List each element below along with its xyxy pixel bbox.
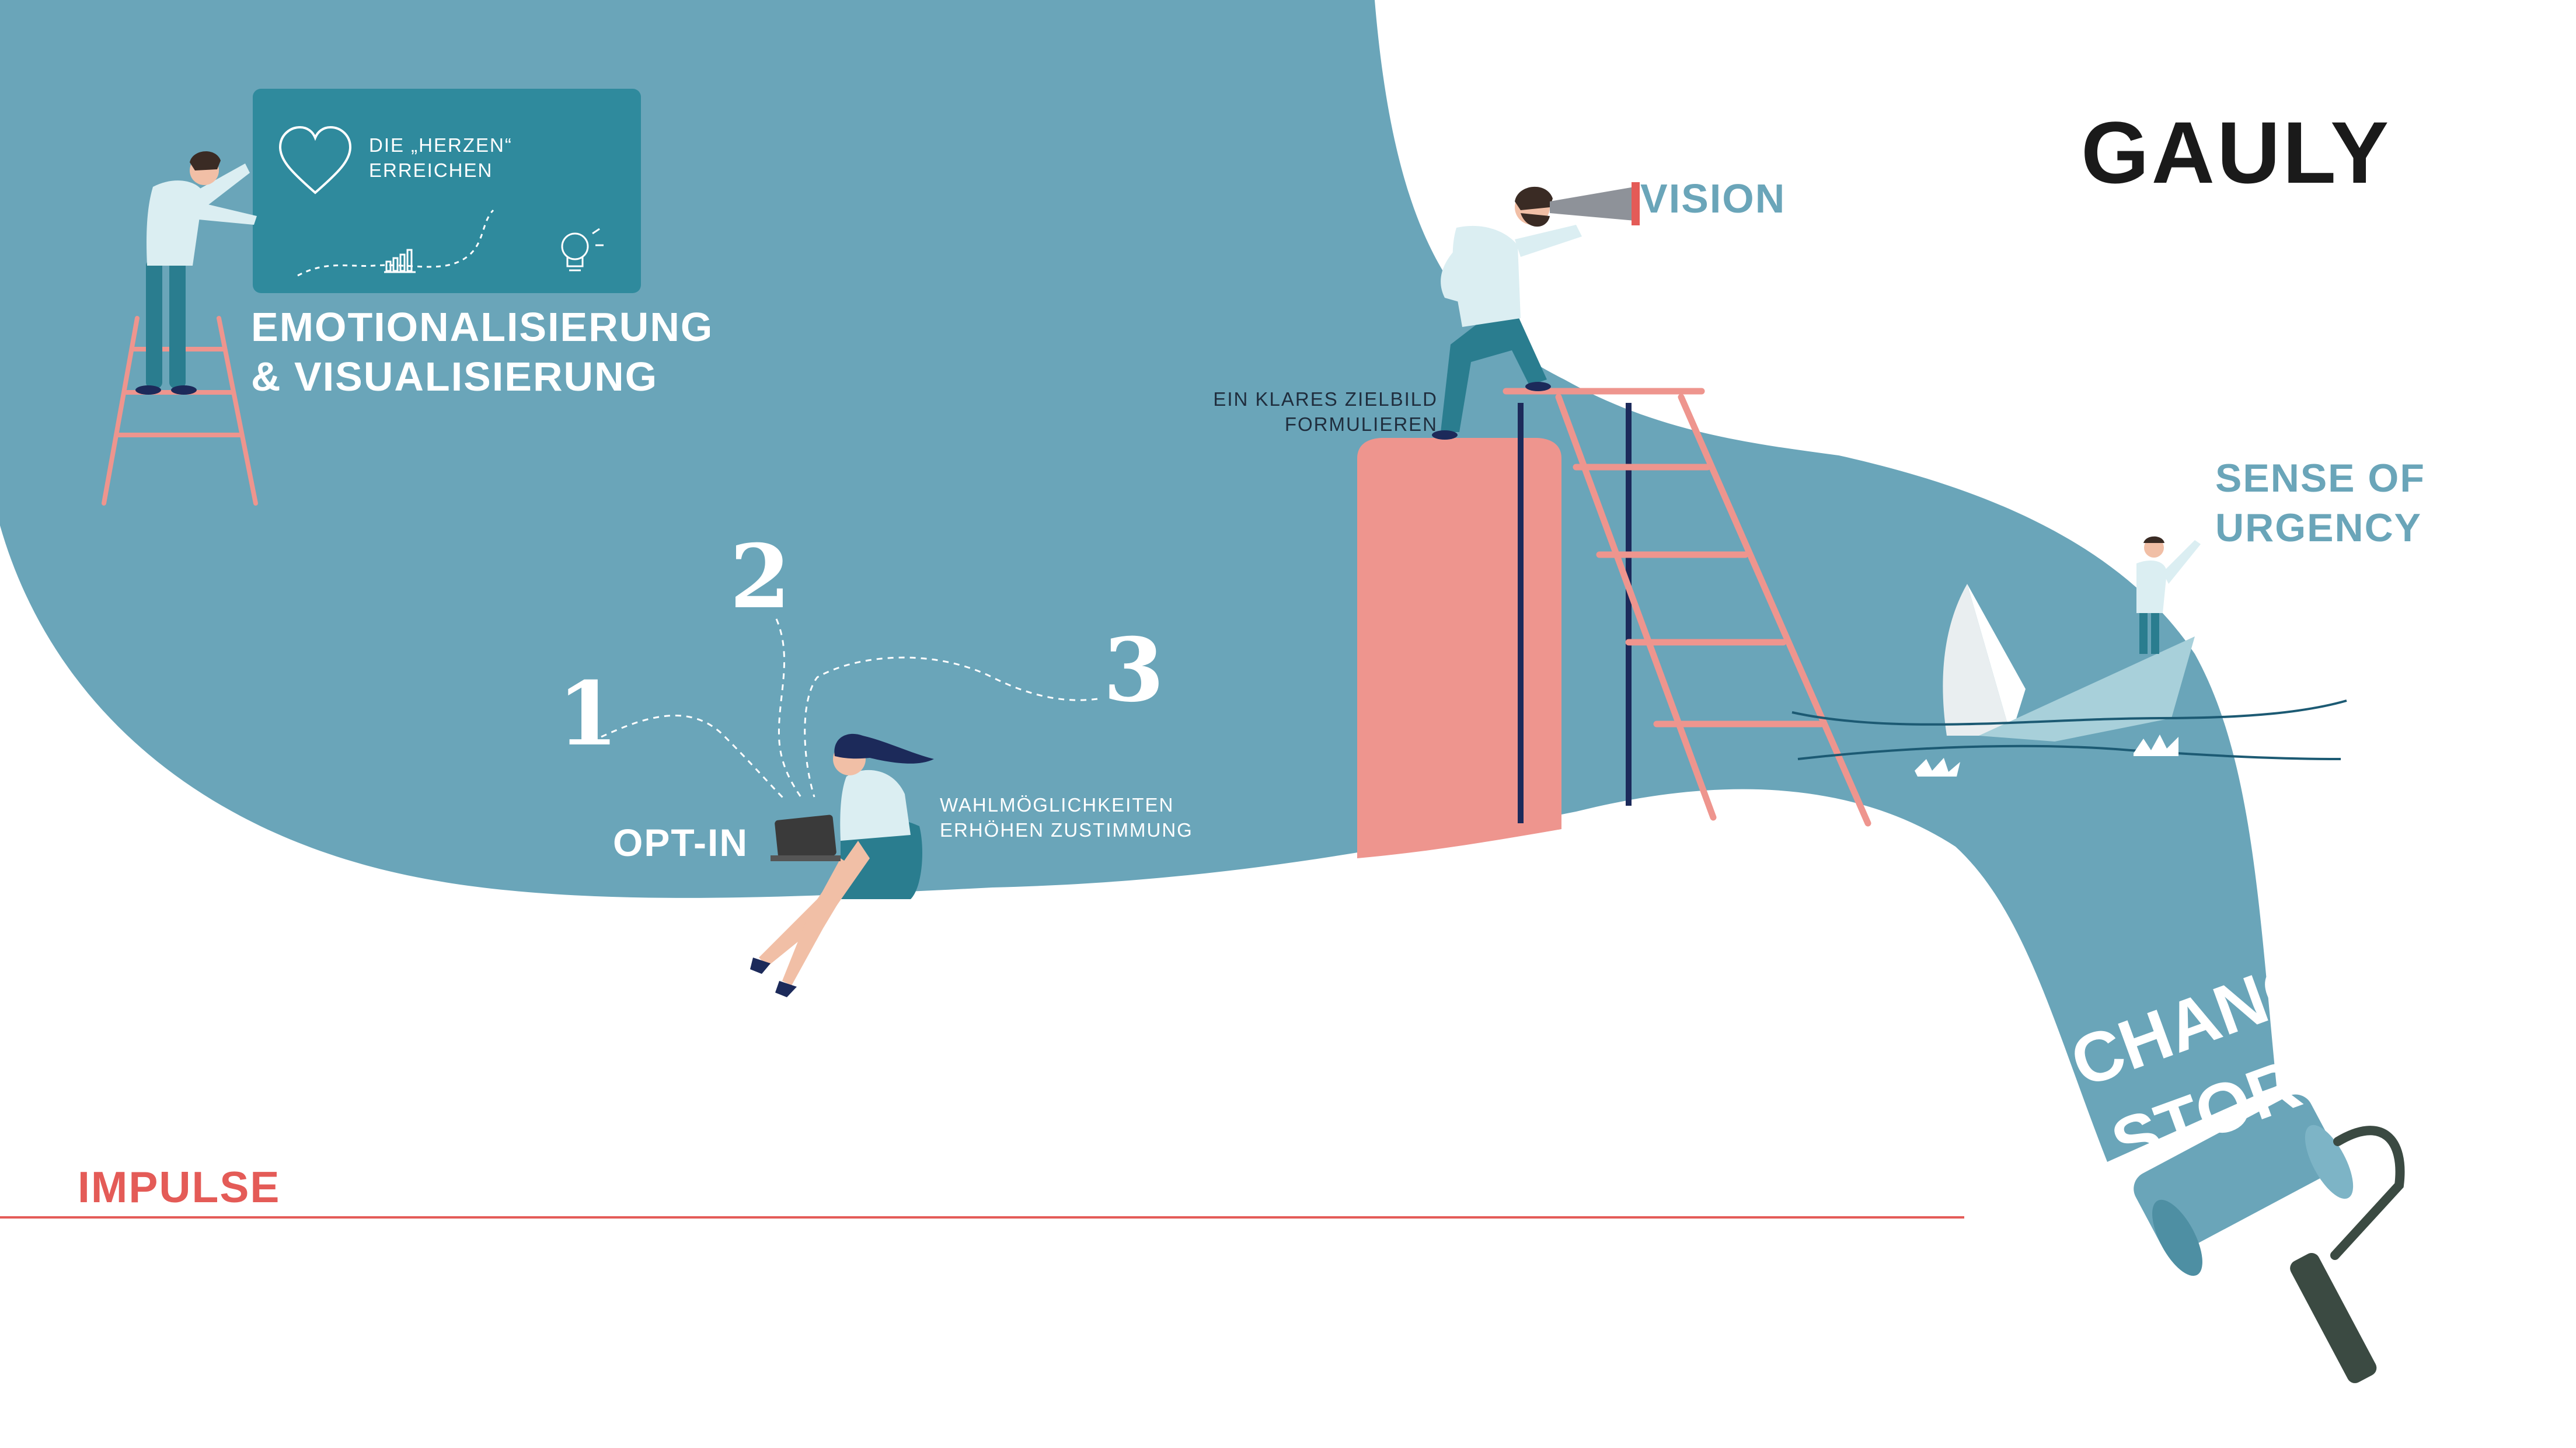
board-text-line2: ERREICHEN [369,159,493,181]
urgency-heading-line1: SENSE OF [2215,456,2425,500]
impulse-section-label: IMPULSE [78,1162,281,1212]
choice-number-2: 2 [730,525,791,628]
vision-note-line1: EIN KLARES ZIELBILD [1213,388,1438,410]
choice-number-1: 1 [557,663,619,765]
vision-note-line2: FORMULIEREN [1284,413,1438,435]
choice-paths [601,618,1098,801]
emotion-heading-line2: & VISUALISIERUNG [251,354,658,399]
choice-number-3: 3 [1103,619,1165,722]
optin-note-line2: ERHÖHEN ZUSTIMMUNG [940,819,1193,841]
coral-pillar [1357,438,1561,858]
urgency-heading-line2: URGENCY [2215,506,2422,550]
heart-icon [278,126,352,194]
man-on-ladder [135,151,257,395]
man-with-telescope [1432,182,1640,440]
dashed-path [297,209,494,277]
lightbulb-icon [561,228,604,272]
platform-ladder [1503,388,1871,827]
curved-arrow-icon [2194,574,2298,645]
board-text-line1: DIE „HERZEN“ [369,134,513,156]
splashes [1915,735,2178,777]
waves [1791,699,2347,760]
logo-gauly: GAULY [2081,103,2392,201]
vision-label: VISION [1640,176,1786,221]
paint-roller [2134,1094,2405,1383]
emotion-heading-line1: EMOTIONALISIERUNG [251,304,714,350]
optin-label: OPT-IN [613,821,749,864]
woman-with-laptop [750,733,934,997]
bar-chart-icon [384,249,416,273]
optin-note-line1: WAHLMÖGLICHKEITEN [940,794,1174,816]
man-on-boat [2136,536,2201,654]
paper-boat [1943,584,2195,742]
